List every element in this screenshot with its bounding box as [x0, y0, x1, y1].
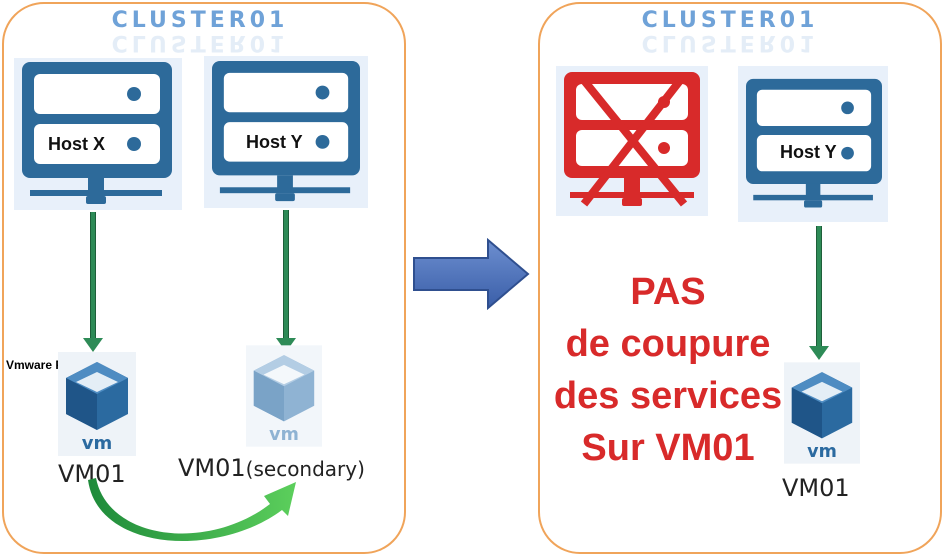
- vm01-secondary-icon-text: vm: [269, 425, 299, 445]
- left-cluster-reflection-text: CLUSTER01: [111, 30, 289, 55]
- left-cluster-title: CLUSTER01: [111, 8, 289, 33]
- vm01-secondary-name: VM01: [178, 454, 246, 482]
- vm01-right-icon-text: vm: [807, 442, 837, 462]
- message-line-3: des services: [553, 375, 783, 417]
- vm01-primary-vm-icon: vm: [58, 352, 136, 456]
- migration-arrow-icon: [88, 478, 296, 542]
- transition-arrow-icon: [413, 238, 530, 310]
- host-y-right-server-icon: [746, 78, 882, 208]
- host-y-to-secondary-connector: [283, 210, 289, 342]
- host-x-label: Host X: [48, 134, 106, 154]
- vm01-secondary-suffix: (secondary): [245, 457, 365, 481]
- host-y-right-label: Host Y: [780, 142, 837, 162]
- host-x-to-vm01-arrowhead: [83, 338, 103, 352]
- host-x-server-icon: [22, 62, 172, 204]
- failed-server-icon: [564, 72, 700, 207]
- host-y-left-server-icon: [212, 60, 360, 202]
- right-cluster-title-reflection: CLUSTER01: [630, 30, 830, 55]
- host-y-to-vm01-right-connector: [816, 226, 822, 350]
- right-cluster-reflection-text: CLUSTER01: [641, 30, 819, 55]
- host-y-to-vm01-right-arrowhead: [809, 346, 829, 360]
- vm01-secondary-vm-icon: vm: [246, 345, 322, 447]
- right-cluster-title: CLUSTER01: [641, 8, 819, 33]
- vm01-right-label: VM01: [782, 474, 850, 502]
- vm01-primary-icon-text: vm: [82, 433, 113, 454]
- host-x-to-vm01-connector: [90, 212, 96, 342]
- no-service-interruption-message: PAS de coupure des services Sur VM01: [540, 266, 796, 474]
- host-y-left-label: Host Y: [246, 132, 303, 152]
- vm01-secondary-label: VM01(secondary): [178, 454, 365, 482]
- message-line-4: Sur VM01: [581, 427, 755, 469]
- vm01-right-vm-icon: vm: [784, 362, 860, 464]
- message-line-2: de coupure: [565, 323, 771, 365]
- message-line-1: PAS: [630, 271, 706, 313]
- left-cluster-title-reflection: CLUSTER01: [100, 30, 300, 55]
